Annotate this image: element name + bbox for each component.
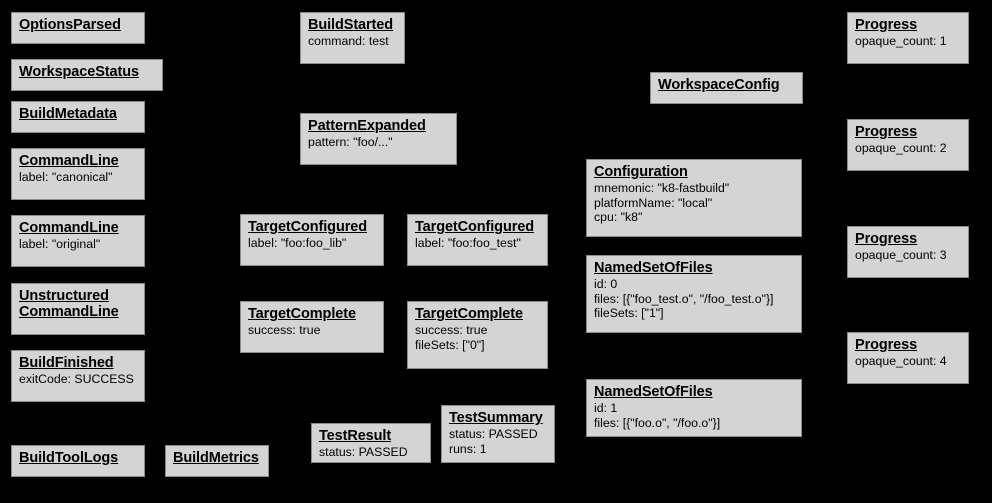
node-title: TestResult	[319, 428, 392, 444]
node-title: Unstructured CommandLine	[19, 288, 119, 320]
node-fields: success: true	[248, 323, 321, 337]
node-fields: label: "foo:foo_test"	[415, 236, 521, 250]
node-unstructured-command-line[interactable]: Unstructured CommandLine	[11, 283, 145, 335]
node-title: BuildMetrics	[173, 450, 259, 466]
node-title: BuildMetadata	[19, 106, 117, 122]
node-title: CommandLine	[19, 220, 119, 236]
node-title: BuildFinished	[19, 355, 114, 371]
node-title: WorkspaceConfig	[658, 77, 780, 93]
node-fields: exitCode: SUCCESS	[19, 372, 134, 386]
node-title: TestSummary	[449, 410, 543, 426]
node-title: BuildToolLogs	[19, 450, 119, 466]
node-title: Progress	[855, 17, 918, 33]
node-title: Progress	[855, 337, 918, 353]
node-title: Configuration	[594, 164, 688, 180]
node-title: TargetConfigured	[248, 219, 367, 235]
node-title: OptionsParsed	[19, 17, 121, 33]
node-title: TargetConfigured	[415, 219, 534, 235]
node-fields: opaque_count: 2	[855, 141, 947, 155]
node-title: Progress	[855, 231, 918, 247]
node-fields: command: test	[308, 34, 389, 48]
node-options-parsed[interactable]: OptionsParsed	[11, 12, 145, 44]
node-fields: id: 0 files: [{"foo_test.o", "/foo_test.…	[594, 277, 774, 320]
node-fields: label: "foo:foo_lib"	[248, 236, 347, 250]
node-fields: id: 1 files: [{"foo.o", "/foo.o"}]	[594, 401, 721, 430]
node-title: NamedSetOfFiles	[594, 384, 713, 400]
node-fields: label: "canonical"	[19, 170, 113, 184]
node-fields: mnemonic: "k8-fastbuild" platformName: "…	[594, 181, 730, 224]
node-fields: status: PASSED	[319, 445, 408, 459]
node-fields: label: "original"	[19, 237, 101, 251]
node-fields: success: true fileSets: ["0"]	[415, 323, 488, 352]
node-build-metadata[interactable]: BuildMetadata	[11, 101, 145, 133]
node-title: WorkspaceStatus	[19, 64, 139, 80]
node-title: PatternExpanded	[308, 118, 426, 134]
node-title: BuildStarted	[308, 17, 394, 33]
node-title: NamedSetOfFiles	[594, 260, 713, 276]
node-workspace-status[interactable]: WorkspaceStatus	[11, 59, 163, 91]
node-workspace-config[interactable]: WorkspaceConfig	[650, 72, 803, 104]
node-build-tool-logs[interactable]: BuildToolLogs	[11, 445, 145, 477]
node-fields: opaque_count: 4	[855, 354, 947, 368]
node-title: CommandLine	[19, 153, 119, 169]
node-fields: pattern: "foo/..."	[308, 135, 393, 149]
node-title: TargetComplete	[415, 306, 523, 322]
node-build-metrics[interactable]: BuildMetrics	[165, 445, 269, 477]
node-fields: opaque_count: 1	[855, 34, 947, 48]
node-title: TargetComplete	[248, 306, 356, 322]
node-fields: status: PASSED runs: 1	[449, 427, 538, 456]
node-fields: opaque_count: 3	[855, 248, 947, 262]
node-title: Progress	[855, 124, 918, 140]
